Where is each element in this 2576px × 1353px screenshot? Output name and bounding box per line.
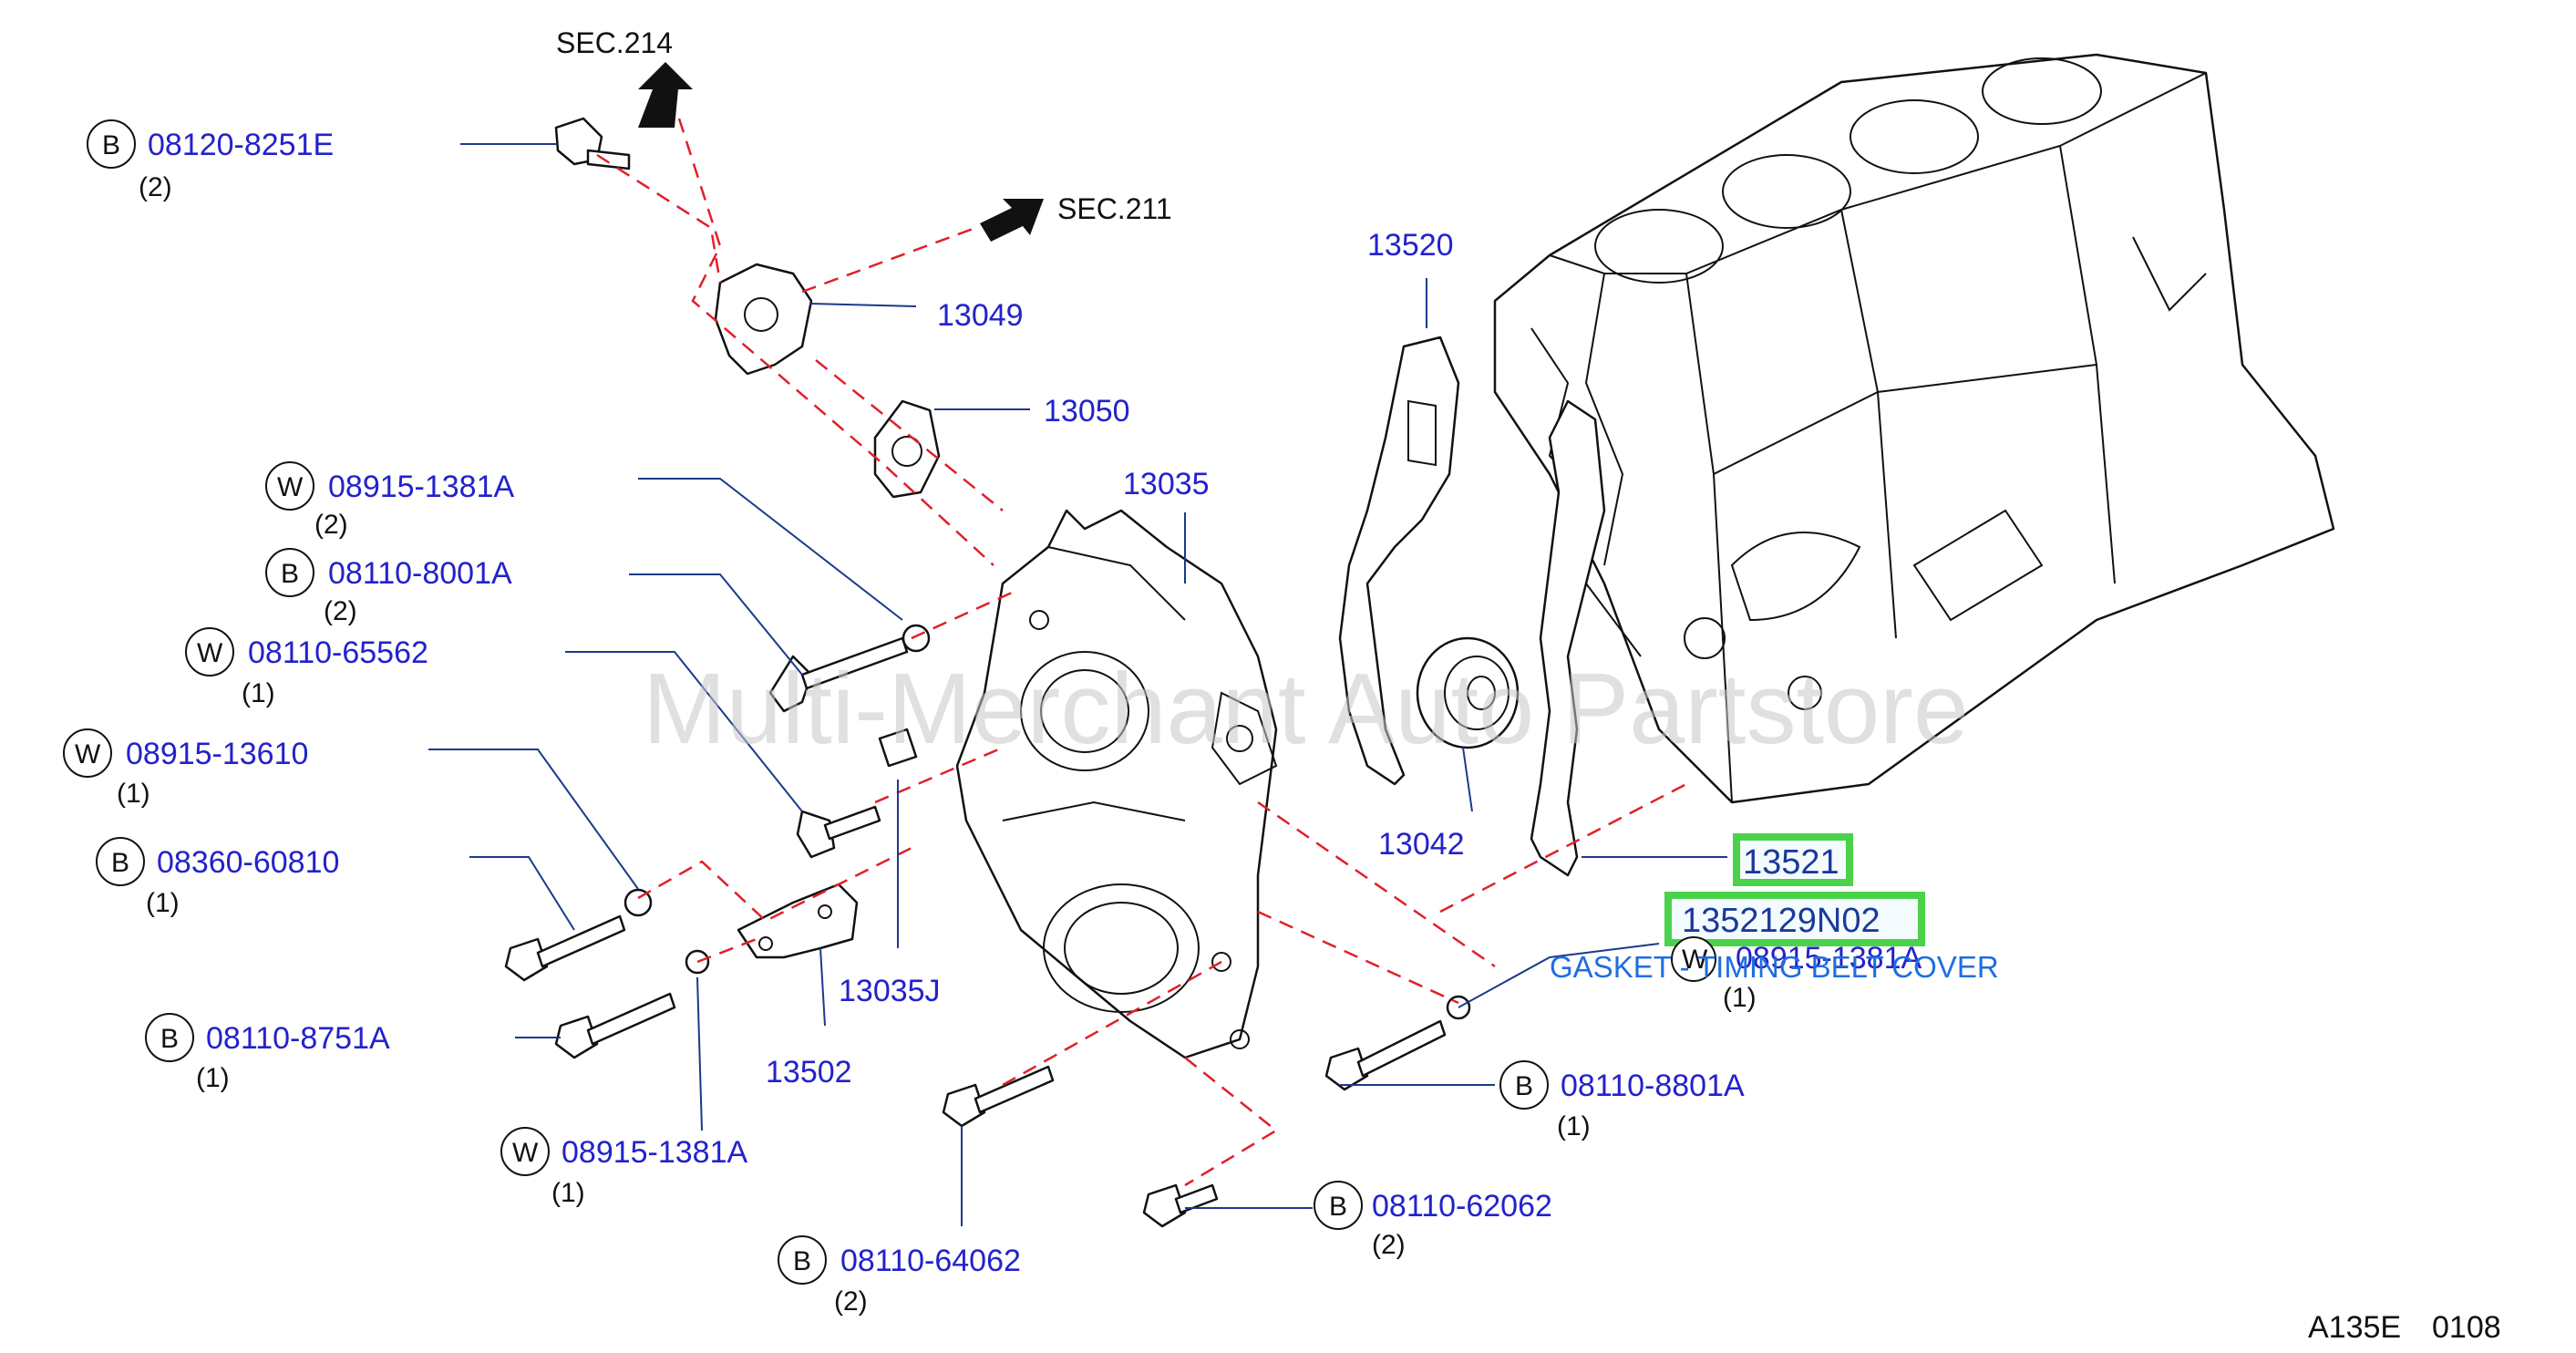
part-number[interactable]: 08110-64062 (840, 1244, 1021, 1278)
callout-08110-8801A[interactable]: B 08110-8801A (1) (1499, 1060, 1745, 1141)
part-number[interactable]: 08110-8751A (206, 1021, 390, 1056)
part-number[interactable]: 08120-8251E (148, 128, 334, 162)
part-label-13050[interactable]: 13050 (1044, 394, 1130, 429)
callout-08360-60810[interactable]: B 08360-60810 (1) (96, 837, 339, 918)
callout-08915-13610[interactable]: W 08915-13610 (1) (63, 728, 308, 809)
quantity: (2) (139, 172, 172, 202)
sec-211-label[interactable]: SEC.211 (1057, 192, 1172, 225)
quantity: (2) (314, 510, 348, 540)
bolt-badge-icon: B (793, 1246, 811, 1276)
bolt-badge-icon: B (160, 1024, 179, 1054)
callout-08110-65562[interactable]: W 08110-65562 (1) (185, 627, 428, 708)
timing-cover-drawing (955, 509, 1278, 1059)
bolt-badge-icon: B (281, 559, 299, 589)
highlighted-part-13521[interactable]: 13521 (1733, 833, 1853, 886)
quantity: (2) (1372, 1230, 1406, 1260)
replacement-part-1352129N02[interactable]: 1352129N02 (1664, 892, 1925, 946)
bolt-badge-icon: B (1329, 1192, 1347, 1222)
part-label-13520[interactable]: 13520 (1367, 228, 1454, 263)
part-number[interactable]: 08915-1381A (1736, 941, 1922, 976)
callout-08110-62062[interactable]: B 08110-62062 (2) (1314, 1181, 1552, 1260)
diagram-code: A135E (2308, 1310, 2401, 1345)
quantity: (1) (117, 779, 150, 809)
part-number[interactable]: 08110-65562 (248, 635, 428, 670)
part-number[interactable]: 08915-1381A (562, 1135, 748, 1170)
leader-lines (428, 143, 1727, 1226)
quantity: (1) (196, 1063, 230, 1093)
part-number[interactable]: 08110-62062 (1372, 1189, 1552, 1224)
quantity: (1) (1557, 1111, 1591, 1141)
callout-08915-1381A-c[interactable]: W 08915-1381A (1) (1671, 936, 1922, 1013)
quantity: (1) (1723, 983, 1757, 1013)
part-number[interactable]: 08915-13610 (126, 737, 308, 771)
part-label-13042[interactable]: 13042 (1378, 827, 1465, 862)
assembly-guides (596, 118, 1687, 1187)
washer-badge-icon: W (197, 638, 223, 668)
part-label-13035j[interactable]: 13035J (839, 974, 941, 1008)
dowel-13035j-drawing (878, 728, 918, 768)
callout-08915-1381A-b[interactable]: W 08915-1381A (1) (500, 1127, 748, 1208)
callout-08110-8001A[interactable]: B 08110-8001A (2) (265, 548, 512, 626)
callout-08120-8251E[interactable]: B 08120-8251E (2) (87, 119, 334, 202)
arrow-up-icon (638, 62, 693, 128)
washer-badge-icon: W (75, 739, 101, 769)
arrow-right-icon (980, 199, 1044, 242)
callout-08110-64062[interactable]: B 08110-64062 (2) (778, 1235, 1021, 1317)
part-number[interactable]: 08915-1381A (328, 470, 515, 504)
washer-badge-icon: W (512, 1138, 539, 1168)
bolt-badge-icon: B (111, 848, 129, 878)
quantity: (1) (551, 1178, 585, 1208)
washer-badge-icon: W (1682, 945, 1708, 975)
part-label-13521[interactable]: 13521 (1743, 843, 1839, 882)
quantity: (1) (242, 678, 275, 708)
part-number[interactable]: 08360-60810 (157, 845, 339, 880)
diagram-revision: 0108 (2432, 1310, 2501, 1345)
gasket-13521-drawing (1530, 399, 1606, 877)
gasket-13520-drawing (1338, 336, 1460, 786)
part-label-13049[interactable]: 13049 (937, 298, 1024, 333)
bolt-badge-icon: B (102, 130, 120, 160)
washer-badge-icon: W (277, 472, 304, 502)
engine-block-drawing (1493, 53, 2335, 804)
callout-08915-1381A-a[interactable]: W 08915-1381A (2) (265, 461, 515, 540)
part-number[interactable]: 08110-8801A (1561, 1069, 1745, 1103)
part-label-13035[interactable]: 13035 (1123, 467, 1210, 501)
part-label-13502[interactable]: 13502 (766, 1055, 852, 1090)
quantity: (1) (146, 888, 180, 918)
replacement-part-number[interactable]: 1352129N02 (1682, 902, 1880, 940)
part-number[interactable]: 08110-8001A (328, 556, 512, 591)
part-description: GASKET - TIMING BELT COVER (1550, 950, 1999, 984)
idler-pulley-drawing (1416, 636, 1520, 749)
quantity: (2) (834, 1286, 868, 1317)
bolt-badge-icon: B (1515, 1071, 1533, 1101)
gasket-13050-drawing (873, 399, 941, 499)
sec-214-label[interactable]: SEC.214 (556, 26, 673, 59)
callout-08110-8751A[interactable]: B 08110-8751A (1) (145, 1013, 390, 1093)
bracket-13502-drawing (737, 883, 859, 959)
section-arrows (638, 62, 1044, 242)
quantity: (2) (324, 596, 357, 626)
watermark: Multi-Merchant Auto Partstore (643, 653, 1969, 765)
thermostat-housing-13049 (714, 263, 813, 376)
